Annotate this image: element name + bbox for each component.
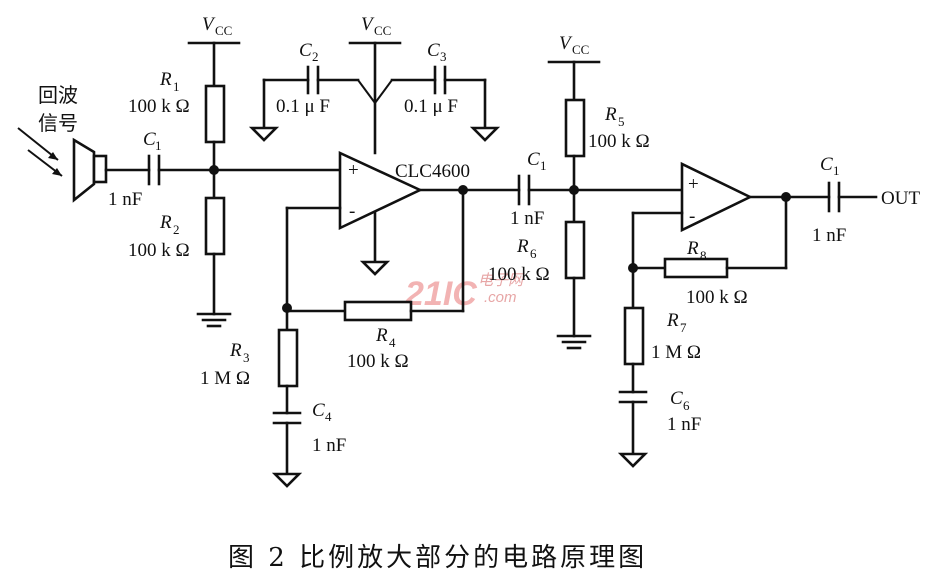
supply-decoupling [248, 41, 501, 155]
r2-label-sub: 2 [173, 222, 180, 237]
opamp2-plus: + [688, 174, 699, 195]
watermark: 21IC 电子网 .com [404, 272, 525, 313]
bias-divider-r1-r2 [187, 41, 241, 328]
c3-label-sub: 3 [440, 49, 447, 64]
coupling-capacitor-stage2 [461, 174, 684, 206]
c6-label-sub: 6 [683, 398, 690, 413]
c2-label-sub: 2 [312, 49, 319, 64]
vcc3-label: V [559, 33, 573, 54]
echo-receiver-icon [17, 127, 108, 203]
r7-label-sub: 7 [680, 320, 687, 335]
feedback-network-1 [271, 188, 465, 488]
output-capacitor [784, 181, 878, 213]
r1-label: R [159, 69, 172, 90]
r6-label-sub: 6 [530, 246, 537, 261]
opamp1-plus: + [348, 160, 359, 181]
c1b-label: C [527, 149, 540, 170]
r1-label-sub: 1 [173, 79, 180, 94]
c4-label-sub: 4 [325, 409, 332, 424]
watermark-sub: 电子网 [478, 272, 525, 289]
r7-value: 1 M Ω [651, 342, 701, 363]
r8-label: R [686, 238, 699, 259]
r1-value: 100 k Ω [128, 96, 190, 117]
c4-label: C [312, 400, 325, 421]
r8-value: 100 k Ω [686, 287, 748, 308]
c3-value: 0.1 μ F [404, 96, 458, 117]
vcc1-label-sub: CC [215, 23, 232, 38]
vcc3-label-sub: CC [572, 42, 589, 57]
opamp-clc4600 [338, 150, 468, 276]
opamp1-name: CLC4600 [395, 161, 470, 182]
feedback-network-2 [617, 195, 788, 468]
c1b-label-sub: 1 [540, 158, 547, 173]
opamp-stage2 [680, 161, 791, 233]
watermark-dotcom: .com [484, 289, 517, 306]
echo-signal-label-2: 信号 [38, 111, 78, 135]
r2-label: R [159, 212, 172, 233]
r3-value: 1 M Ω [200, 368, 250, 389]
c3-label: C [427, 40, 440, 61]
echo-signal-label-1: 回波 [38, 83, 78, 107]
r8-label-sub: 8 [700, 248, 707, 263]
c2-value: 0.1 μ F [276, 96, 330, 117]
c2-label: C [299, 40, 312, 61]
bias-divider-r5-r6 [547, 60, 601, 350]
opamp1-minus: - [349, 201, 355, 222]
c1c-label-sub: 1 [833, 163, 840, 178]
r5-label-sub: 5 [618, 114, 625, 129]
c1-value: 1 nF [108, 189, 142, 210]
r6-value: 100 k Ω [488, 264, 550, 285]
vcc1-label: V [202, 14, 216, 35]
r5-value: 100 k Ω [588, 131, 650, 152]
r7-label: R [666, 310, 679, 331]
vcc2-label: V [361, 14, 375, 35]
c1c-value: 1 nF [812, 225, 846, 246]
c1c-label: C [820, 154, 833, 175]
r5-label: R [604, 104, 617, 125]
r4-label-sub: 4 [389, 335, 396, 350]
c1b-value: 1 nF [510, 208, 544, 229]
opamp2-minus: - [689, 206, 695, 227]
r3-label: R [229, 340, 242, 361]
c6-label: C [670, 388, 683, 409]
figure-caption: 图 2 比例放大部分的电路原理图 [228, 543, 647, 573]
r6-label: R [516, 236, 529, 257]
r4-label: R [375, 325, 388, 346]
output-label: OUT [881, 188, 920, 209]
c1-label: C [143, 129, 156, 150]
c1-label-sub: 1 [155, 138, 162, 153]
vcc2-label-sub: CC [374, 23, 391, 38]
r3-label-sub: 3 [243, 350, 250, 365]
watermark-main: 21IC [404, 275, 477, 313]
input-capacitor-c1 [104, 154, 342, 186]
c6-value: 1 nF [667, 414, 701, 435]
c4-value: 1 nF [312, 435, 346, 456]
r4-value: 100 k Ω [347, 351, 409, 372]
r2-value: 100 k Ω [128, 240, 190, 261]
